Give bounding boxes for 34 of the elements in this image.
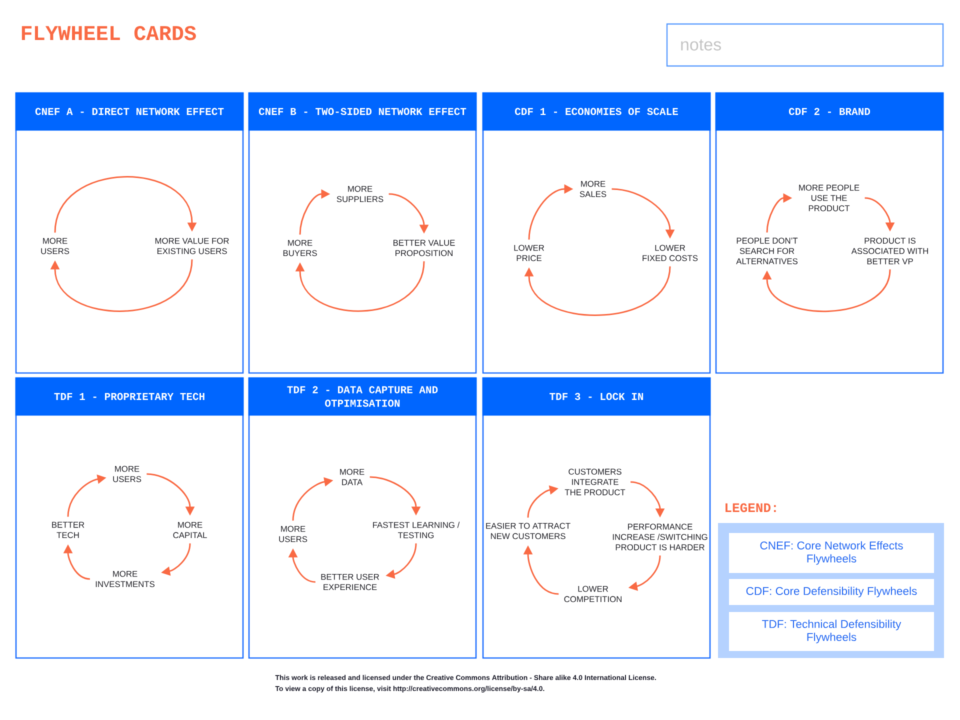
legend-heading: LEGEND: [726, 503, 776, 512]
step-text: MORE USERS [41, 238, 70, 254]
step-text: BETTER USER EXPERIENCE [321, 574, 380, 590]
input-field: notes [666, 23, 944, 67]
title: FLYWHEEL CARDS [22, 26, 196, 40]
step-text: FASTEST LEARNING / TESTING [373, 522, 460, 538]
step-text: MORE VALUE FOR EXISTING USERS [155, 238, 229, 254]
curved-arrow [54, 176, 197, 233]
curved-arrow [295, 261, 425, 312]
step-text: MORE USERS [279, 526, 308, 542]
step-text: CUSTOMERS INTEGRATE THE PRODUCT [564, 468, 626, 496]
step-text: MORE INVESTMENTS [96, 570, 154, 588]
step-text: LOWER COMPETITION [564, 586, 622, 602]
step-text: PERFORMANCE INCREASE /SWITCHING PRODUCT IS HARDER [612, 524, 708, 550]
step-text: PRODUCT IS ASSOCIATED WITH BETTER VP [851, 238, 928, 264]
legend-entry: CDF: Core Defensibility Flywheels [729, 579, 934, 605]
step-text: BETTER VALUE PROPOSITION [394, 240, 455, 256]
legend-entry: TDF: Technical Defensibility Flywheels [729, 612, 934, 651]
step-text: BETTER TECH [52, 522, 84, 538]
step-text: MORE USERS [113, 466, 142, 482]
step-text: MORE CAPITAL [173, 522, 207, 538]
step-text: MORE BUYERS [283, 240, 317, 256]
step-text: MORE DATA [340, 468, 364, 486]
step-text: MORE PEOPLE USE THE PRODUCT [799, 184, 860, 212]
step-text: MORE SALES [580, 180, 606, 198]
step-text: LOWER FIXED COSTS [642, 244, 698, 262]
step-text: PEOPLE DON’T SEARCH FOR ALTERNATIVES [736, 238, 798, 264]
step-text: MORE SUPPLIERS [336, 186, 384, 202]
step-text: EASIER TO ATTRACT NEW CUSTOMERS [486, 522, 570, 540]
legend-entry: CNEF: Core Network Effects Flywheels [729, 533, 934, 573]
step-text: LOWER PRICE [514, 244, 544, 262]
curved-arrow [524, 266, 671, 316]
curved-arrow [762, 269, 891, 312]
curved-arrow [50, 259, 193, 312]
